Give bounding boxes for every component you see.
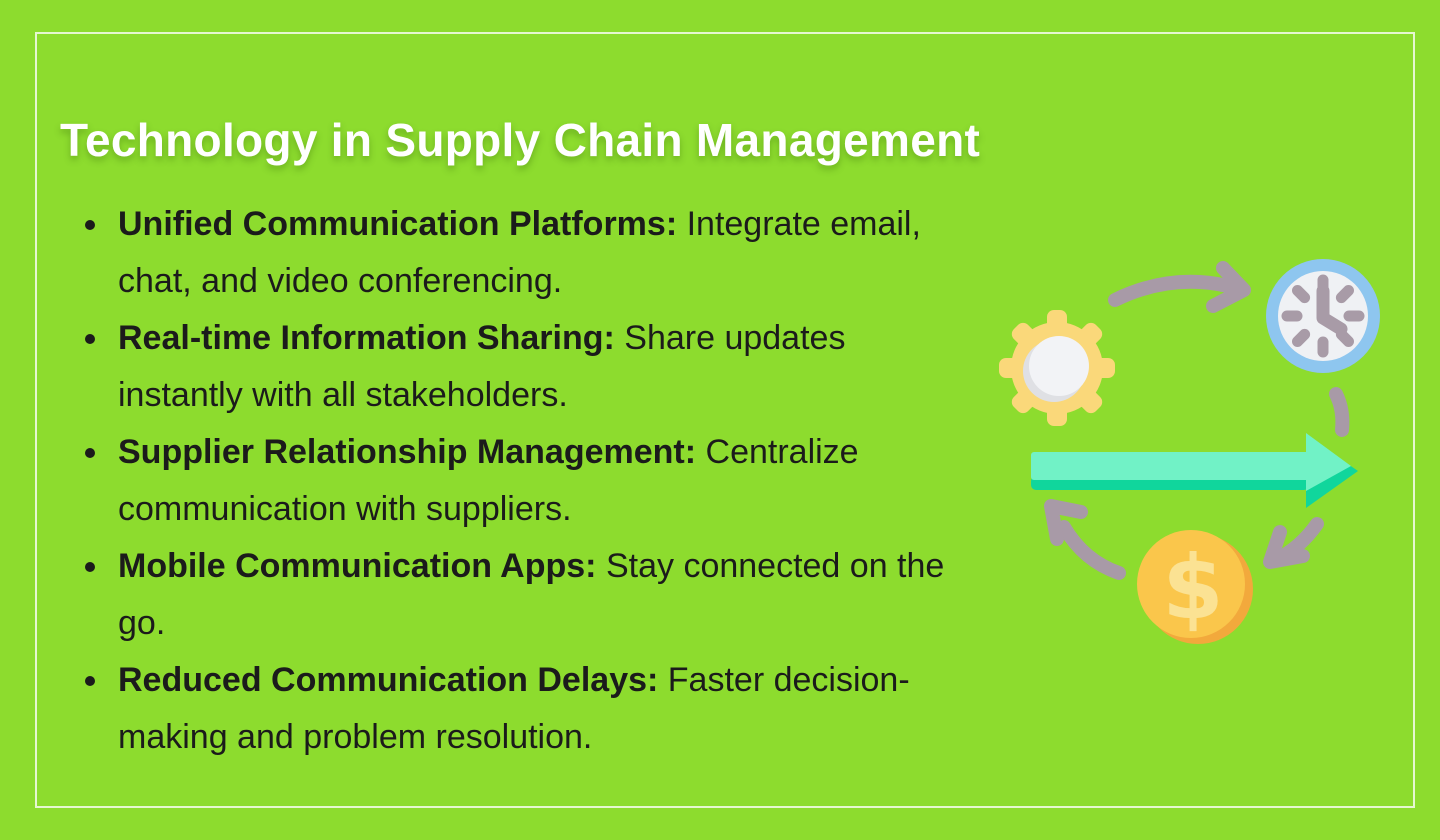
- cycle-arrow-right-dash: [1329, 387, 1350, 437]
- slide-card: [35, 32, 1415, 808]
- bullet-dot: [85, 334, 95, 344]
- supply-chain-illustration: $: [980, 240, 1400, 660]
- bullet-text: Share updates: [614, 319, 846, 357]
- bullet-text: communication with suppliers.: [118, 490, 572, 528]
- bullet-lead: Real-time Information Sharing:: [118, 319, 615, 357]
- bullet-text: instantly with all stakeholders.: [118, 376, 568, 414]
- cycle-arrow-top-head: [1206, 261, 1251, 313]
- list-item: Mobile Communication Apps: Stay connecte…: [82, 538, 987, 652]
- cycle-arrow-left-shaft: [1057, 520, 1126, 580]
- list-item: Unified Communication Platforms: Integra…: [82, 196, 987, 310]
- cycle-arrow-right-head: [1263, 525, 1310, 569]
- bullet-text: Integrate email,: [677, 205, 921, 243]
- bullet-dot: [85, 676, 95, 686]
- gear-icon: [999, 310, 1115, 426]
- bullet-text: Faster decision-: [658, 661, 910, 699]
- list-item: Reduced Communication Delays: Faster dec…: [82, 652, 987, 766]
- page-title: Technology in Supply Chain Management: [60, 113, 981, 166]
- bullet-text: Centralize: [696, 433, 859, 471]
- list-item: Supplier Relationship Management: Centra…: [82, 424, 987, 538]
- bullet-dot: [85, 448, 95, 458]
- clock-icon: [1266, 259, 1380, 373]
- bullet-text: go.: [118, 604, 166, 642]
- bullet-dot: [85, 562, 95, 572]
- list-item: Real-time Information Sharing: Share upd…: [82, 310, 987, 424]
- cycle-arrow-top: [1108, 274, 1235, 307]
- process-arrow-icon: [1031, 433, 1358, 508]
- dollar-coin-icon: $: [1137, 530, 1253, 644]
- cycle-arrow-left-head: [1044, 499, 1088, 546]
- bullet-lead: Unified Communication Platforms:: [118, 205, 678, 243]
- bullet-text: making and problem resolution.: [118, 718, 593, 756]
- bullet-lead: Supplier Relationship Management:: [118, 433, 697, 471]
- cycle-arrows-icon: [1044, 261, 1350, 580]
- bullet-lead: Mobile Communication Apps:: [118, 547, 597, 585]
- bullet-text: Stay connected on the: [596, 547, 945, 585]
- dollar-symbol: $: [1162, 536, 1223, 639]
- clock-hands: [1316, 284, 1348, 336]
- gear-center: [1029, 336, 1089, 396]
- bullet-text: chat, and video conferencing.: [118, 262, 563, 300]
- bullet-lead: Reduced Communication Delays:: [118, 661, 659, 699]
- bullet-dot: [85, 220, 95, 230]
- bullet-list: Unified Communication Platforms: Integra…: [82, 196, 987, 766]
